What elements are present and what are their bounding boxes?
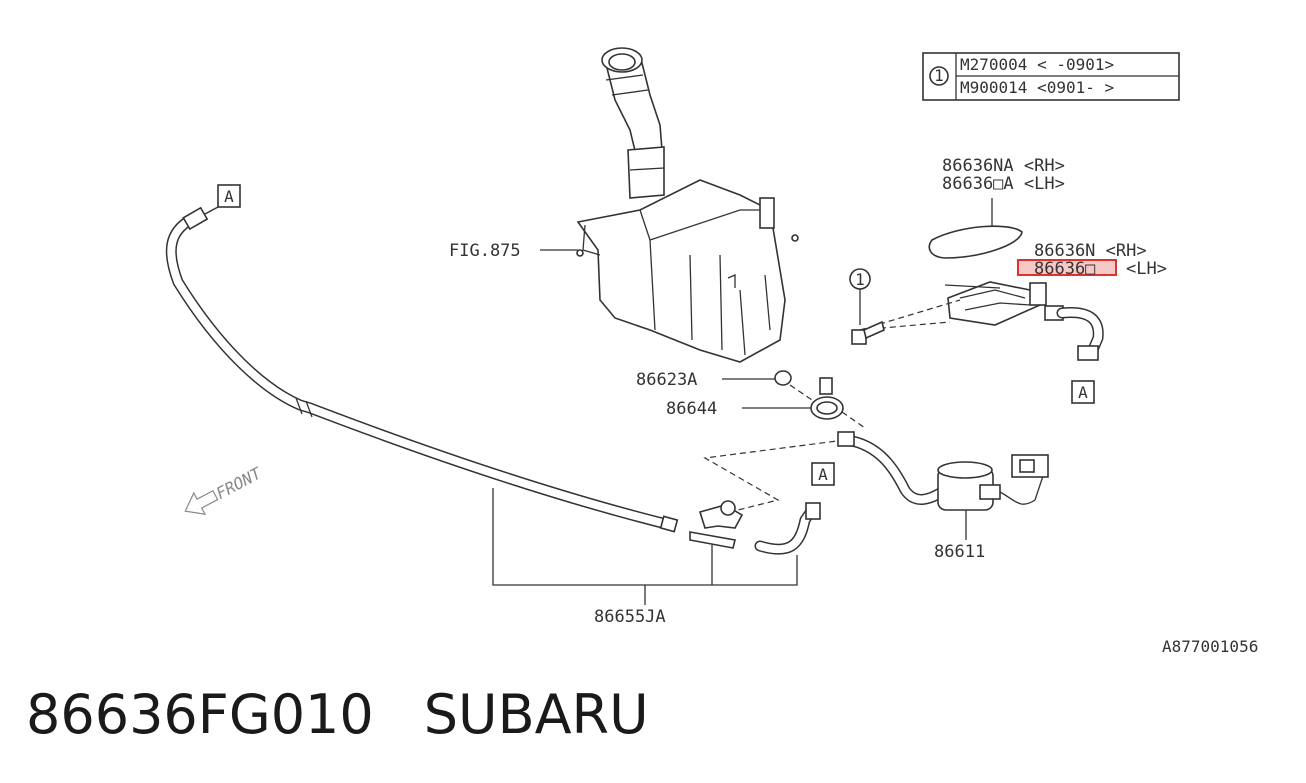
connector-a-mid: A	[811, 462, 835, 486]
pump-hose	[837, 431, 951, 505]
nozzle-rh-label: 86636N <RH>	[1034, 241, 1147, 261]
front-arrow: FRONT	[184, 463, 266, 515]
reference-number: 1	[934, 66, 944, 85]
t-joint	[689, 500, 744, 549]
pump-label: 86611	[934, 542, 985, 562]
brand-name: SUBARU	[423, 683, 649, 746]
connector-a-top: A	[204, 184, 241, 215]
reference-table: 1 M270004 < -0901> M900014 <0901- >	[922, 52, 1180, 101]
front-label: FRONT	[213, 463, 266, 503]
nozzle-lh-part-label: 86636□	[1034, 259, 1096, 279]
fig-reference: FIG.875	[449, 241, 521, 261]
reference-circle	[929, 66, 949, 86]
connector-a-label-top: A	[224, 187, 234, 206]
washer-tank	[576, 47, 799, 363]
clip-label: 86644	[666, 399, 717, 419]
nozzle-lh-side-label: <LH>	[1126, 259, 1167, 279]
nozzle-assembly: 86636N <RH> 86636□ <LH>	[859, 241, 1167, 361]
diagram-code: A877001056	[1162, 637, 1258, 656]
highlight-box	[1017, 259, 1117, 276]
connector-a-right: A	[1071, 380, 1095, 404]
connector-a-label-right: A	[1078, 383, 1088, 402]
bolt: 1	[849, 268, 885, 345]
reference-row-1: M270004 < -0901>	[960, 55, 1114, 74]
grommet-label: 86623A	[636, 370, 697, 390]
hose-set-bracket: 86655JA	[492, 488, 798, 627]
nozzle-cover-lh-label: 86636□A <LH>	[942, 174, 1065, 194]
hose-set-label: 86655JA	[594, 607, 666, 627]
nozzle-cover: 86636NA <RH> 86636□A <LH>	[928, 156, 1065, 259]
bolt-ref-label: 1	[855, 270, 865, 289]
short-hose	[754, 502, 821, 555]
grommet: 86623A	[636, 370, 792, 390]
nozzle-cover-rh-label: 86636NA <RH>	[942, 156, 1065, 176]
routing-guide	[703, 439, 846, 511]
parts-diagram: 1 M270004 < -0901> M900014 <0901- > A FR…	[165, 47, 1258, 656]
fig-label: FIG.875	[449, 241, 578, 261]
hose-clip: 86644	[666, 377, 866, 429]
part-caption: 86636FG010 SUBARU	[26, 683, 649, 746]
connector-a-label-mid: A	[818, 465, 828, 484]
long-washer-hose	[165, 206, 679, 533]
part-number: 86636FG010	[26, 683, 374, 746]
reference-row-2: M900014 <0901- >	[960, 78, 1114, 97]
washer-pump: 86611	[934, 454, 1049, 562]
